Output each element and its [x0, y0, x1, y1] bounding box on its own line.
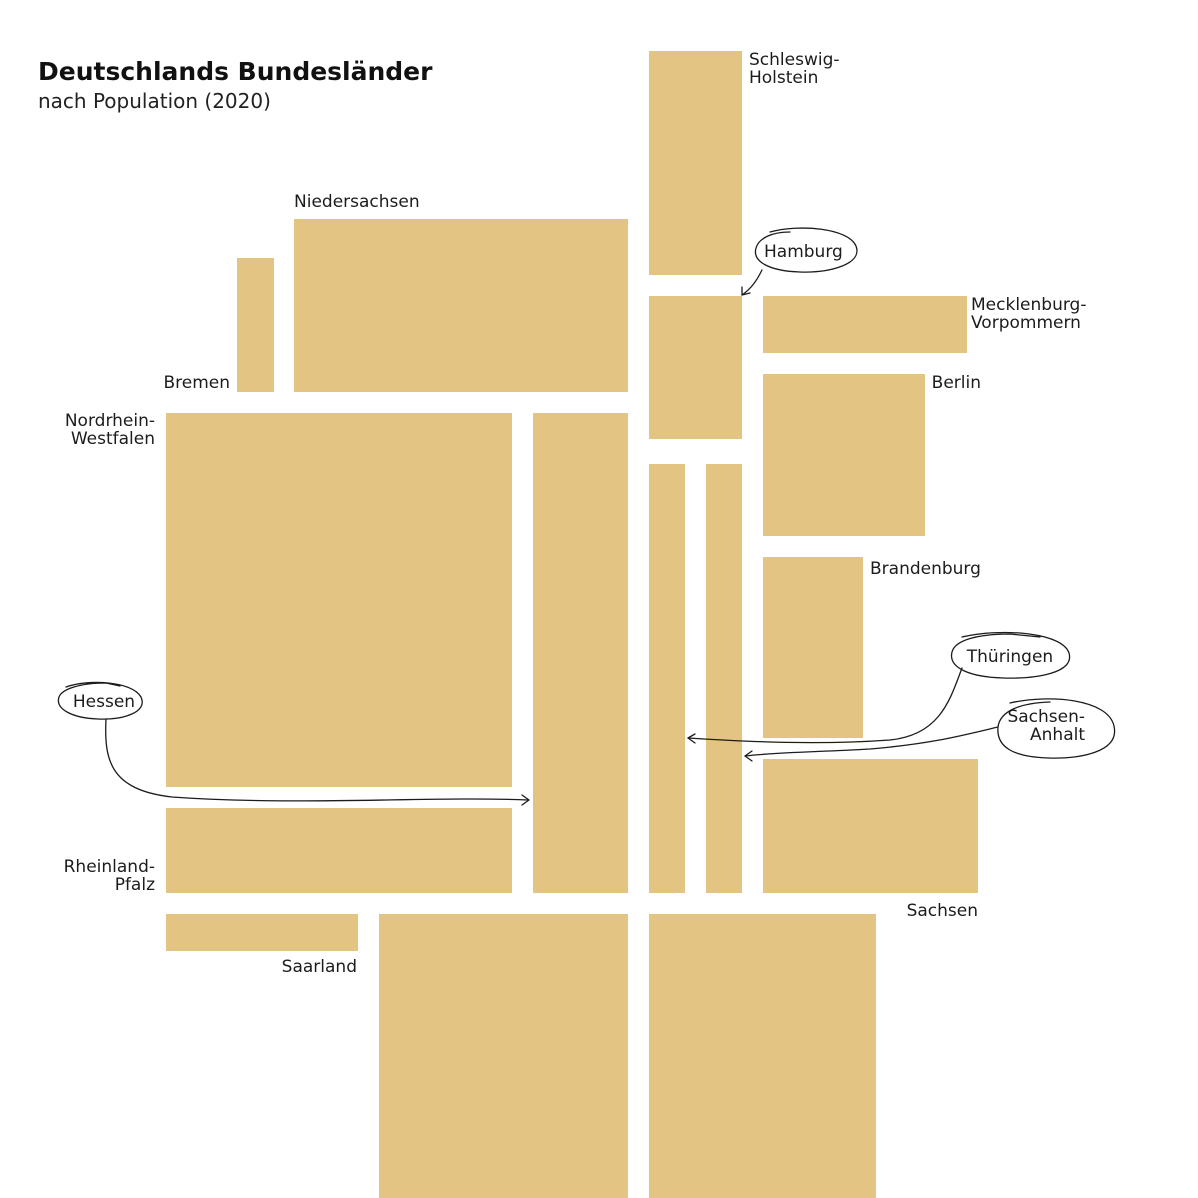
state-label-rheinland-pfalz: Rheinland-Pfalz [64, 857, 155, 895]
state-rect-rheinland-pfalz [166, 808, 512, 893]
state-label-mecklenburg-vorpommern: Mecklenburg-Vorpommern [971, 295, 1086, 333]
state-rect-thueringen [649, 464, 685, 893]
state-label-line: Anhalt [1030, 725, 1085, 745]
callout-annotations [57, 227, 1116, 806]
hamburg-callout-oval [754, 227, 858, 273]
state-label-hamburg: Hamburg [764, 242, 843, 262]
state-rect-mecklenburg-vorpommern [763, 296, 967, 353]
state-rect-bremen [237, 258, 274, 392]
hamburg-callout-arrowhead [741, 286, 751, 296]
chart-subtitle: nach Population (2020) [38, 89, 271, 113]
state-labels: Schleswig-HolsteinHamburgMecklenburg-Vor… [64, 50, 1087, 977]
chart-title: Deutschlands Bundesländer [38, 57, 433, 86]
state-rect-bayern [649, 914, 876, 1198]
state-label-line: Mecklenburg- [971, 295, 1086, 315]
state-label-line: Pfalz [115, 875, 155, 895]
state-label-nordrhein-westfalen: Nordrhein-Westfalen [65, 411, 155, 449]
state-label-sachsen-anhalt: Sachsen-Anhalt [1007, 707, 1085, 745]
state-label-line: Hamburg [764, 242, 843, 262]
state-label-line: Brandenburg [870, 559, 981, 579]
state-rect-hamburg [649, 296, 742, 439]
state-label-brandenburg: Brandenburg [870, 559, 981, 579]
state-label-line: Sachsen [907, 901, 978, 921]
sachsen-anhalt-callout-oval [997, 698, 1116, 759]
sachsen-anhalt-callout-arrowhead [744, 750, 753, 762]
state-rect-berlin [763, 374, 925, 536]
state-label-sachsen: Sachsen [907, 901, 978, 921]
state-label-schleswig-holstein: Schleswig-Holstein [749, 50, 840, 88]
state-label-line: Saarland [282, 957, 357, 977]
state-rect-schleswig-holstein [649, 51, 742, 275]
state-rects [166, 51, 978, 1198]
state-rect-niedersachsen [294, 219, 628, 392]
thueringen-callout-arrow [687, 667, 963, 744]
thueringen-callout-arrowhead [687, 733, 696, 744]
state-label-saarland: Saarland [282, 957, 357, 977]
state-label-bremen: Bremen [163, 373, 230, 393]
hessen-callout-arrowhead [521, 794, 530, 806]
state-rect-brandenburg [763, 557, 863, 738]
sachsen-anhalt-callout-arrow [744, 726, 999, 757]
state-label-line: Hessen [73, 692, 135, 712]
state-rect-sachsen-anhalt [706, 464, 742, 893]
state-label-line: Holstein [749, 68, 818, 88]
thueringen-callout-oval [950, 631, 1071, 679]
state-rect-saarland [166, 914, 358, 951]
state-label-berlin: Berlin [932, 373, 981, 393]
state-rect-baden-wuerttemberg [379, 914, 628, 1198]
state-label-hessen: Hessen [73, 692, 135, 712]
state-rect-hessen [533, 413, 628, 893]
state-label-line: Berlin [932, 373, 981, 393]
state-label-line: Niedersachsen [294, 192, 420, 212]
state-label-line: Bremen [163, 373, 230, 393]
hessen-callout-oval [57, 681, 143, 720]
hamburg-callout-arrow [741, 269, 763, 296]
state-label-line: Thüringen [966, 647, 1053, 667]
hessen-callout-arrow [105, 718, 529, 802]
state-label-line: Westfalen [71, 429, 155, 449]
state-label-niedersachsen: Niedersachsen [294, 192, 420, 212]
state-label-line: Schleswig- [749, 50, 840, 70]
state-label-thueringen: Thüringen [966, 647, 1053, 667]
state-rect-sachsen [763, 759, 978, 893]
state-label-line: Rheinland- [64, 857, 155, 877]
state-label-line: Nordrhein- [65, 411, 155, 431]
state-rect-nordrhein-westfalen [166, 413, 512, 787]
state-label-line: Sachsen- [1007, 707, 1085, 727]
state-label-line: Vorpommern [971, 313, 1081, 333]
